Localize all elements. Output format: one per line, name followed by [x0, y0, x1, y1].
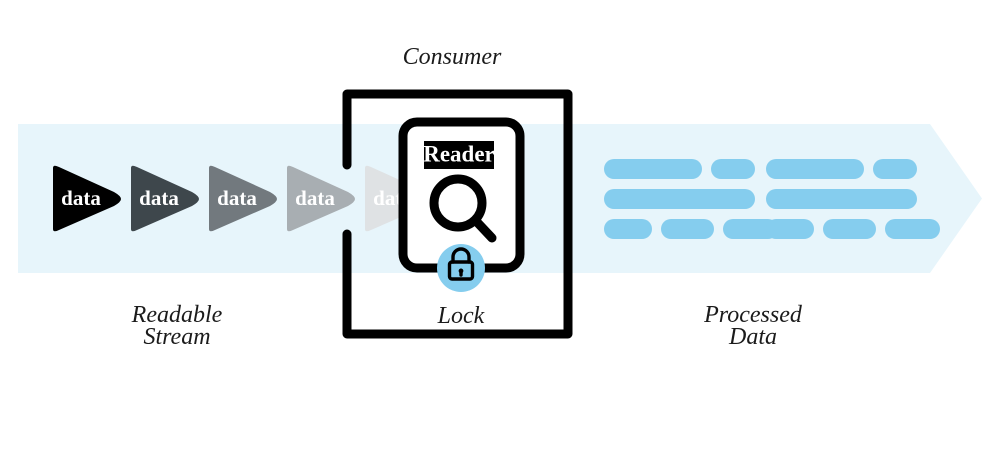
chunk-shape: [131, 165, 199, 232]
consumer-box-outline: [342, 89, 573, 339]
processed-bar: [604, 189, 755, 209]
processed-bar: [766, 219, 814, 239]
processed-bar: [711, 159, 755, 179]
readable-stream-caption-line1: Readable: [131, 302, 223, 328]
processed-bar: [723, 219, 778, 239]
chunk-label: data: [217, 186, 257, 210]
reader-badge-background: [424, 141, 494, 169]
processed-data-group-1: [604, 159, 778, 239]
processed-bar: [823, 219, 876, 239]
processed-bar: [873, 159, 917, 179]
magnifier-lens: [429, 174, 487, 232]
chunk-label: data: [61, 186, 101, 210]
lock-circle: [437, 244, 485, 292]
lock-shackle: [451, 247, 471, 264]
lock-badge[interactable]: [437, 244, 485, 292]
reader-badge-label: Reader: [423, 141, 495, 166]
stream-chunk-1: data: [53, 165, 121, 232]
processed-data-caption-line1: Processed: [703, 302, 803, 328]
processed-bar: [885, 219, 940, 239]
consumer-box: [342, 89, 573, 339]
lock-body: [447, 260, 475, 281]
chunk-shape: [209, 165, 277, 232]
chunk-label: data: [139, 186, 179, 210]
stream-chunk-4: data: [287, 165, 355, 232]
processed-bar: [604, 219, 652, 239]
chunk-shape: [53, 165, 121, 232]
processed-data-group-2: [766, 159, 940, 239]
lock-icon: [447, 247, 475, 281]
magnifier-icon: [429, 174, 497, 243]
chunk-shape: [287, 165, 355, 232]
processed-bar: [661, 219, 714, 239]
stream-chunk-2: data: [131, 165, 199, 232]
readable-stream-caption-line2: Stream: [143, 324, 210, 350]
consumer-title: Consumer: [403, 44, 502, 70]
processed-data-caption-line2: Data: [728, 324, 777, 350]
magnifier-handle: [471, 216, 497, 243]
stream-chunk-3: data: [209, 165, 277, 232]
processed-bar: [604, 159, 702, 179]
processed-bar: [766, 159, 864, 179]
processed-bar: [766, 189, 917, 209]
chunk-label: data: [295, 186, 335, 210]
lock-caption: Lock: [437, 303, 485, 329]
